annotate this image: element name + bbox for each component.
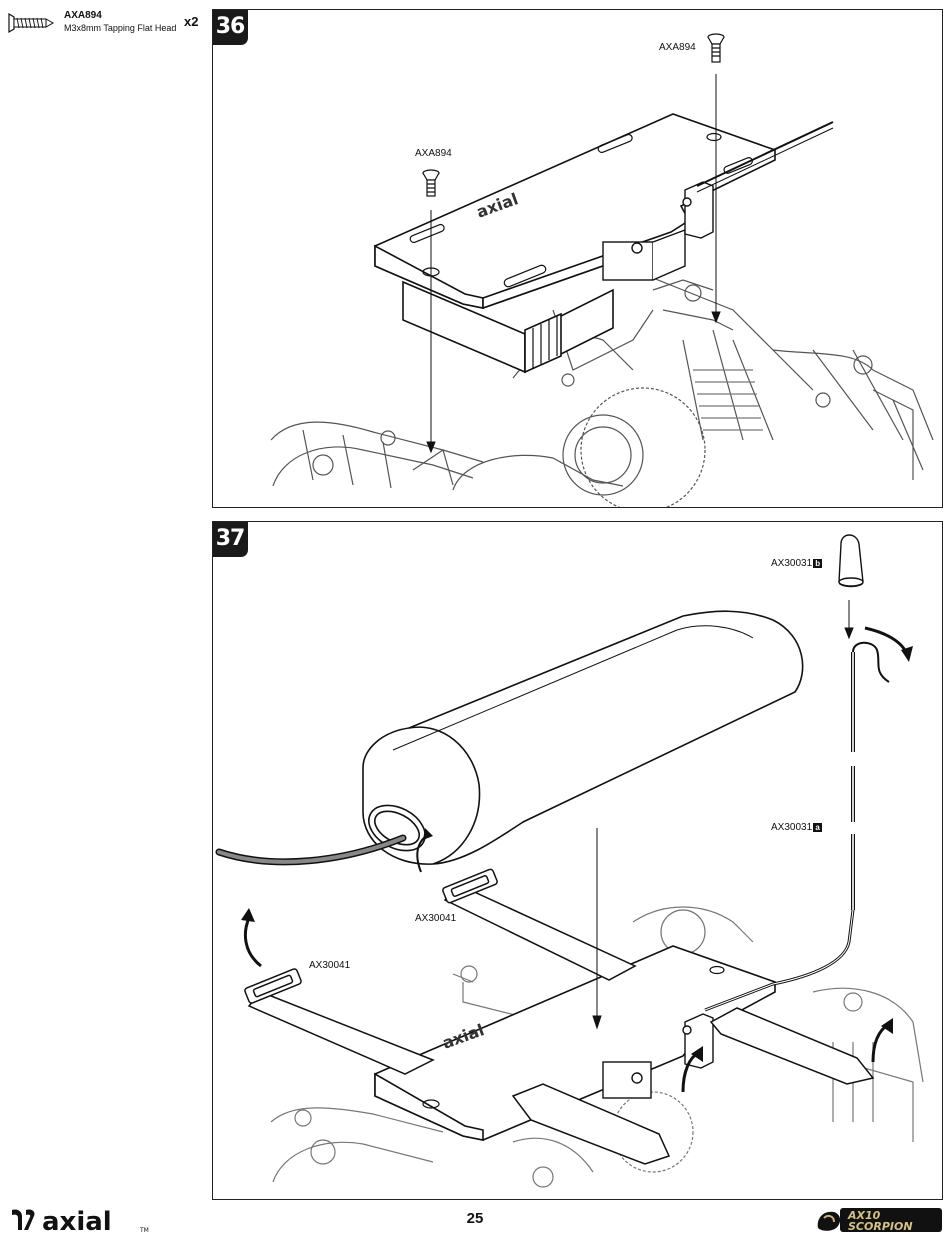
ax10-scorpion-logo: AX10 SCORPION xyxy=(817,1208,942,1233)
step-number: 36 xyxy=(213,10,248,45)
electronics-tray-plate: axial xyxy=(374,945,776,1141)
callout-strap-lower: AX30041 xyxy=(309,960,351,971)
step-number: 37 xyxy=(213,522,248,557)
body-clip-icon xyxy=(838,534,864,588)
step-37-illustration: axial xyxy=(215,534,924,1188)
callout-screw-left: AXA894 xyxy=(415,148,452,159)
electronics-tray-plate: axial xyxy=(374,113,776,310)
page-number: 25 xyxy=(466,1210,484,1227)
part-description: M3x8mm Tapping Flat Head xyxy=(64,23,177,33)
callout-strap-upper: AX30041 xyxy=(415,913,457,924)
callout-screw-right: AXA894 xyxy=(659,42,696,53)
guide-arrows xyxy=(592,600,854,1030)
axial-logo: axial TM xyxy=(12,1207,149,1236)
part-code: AXA894 xyxy=(64,10,102,21)
servo-mount xyxy=(602,181,714,281)
svg-text:SCORPION: SCORPION xyxy=(848,1220,913,1233)
arrow-heads xyxy=(241,646,913,1062)
body-post-icon xyxy=(704,641,890,1012)
variant-badge-a: a xyxy=(813,823,823,832)
variant-badge-b: b xyxy=(813,559,823,568)
step-37-panel: 37 axial xyxy=(212,521,943,1200)
part-quantity: x2 xyxy=(184,14,199,29)
battery-strap-lower xyxy=(244,968,435,1075)
flat-head-screw-right-icon xyxy=(707,33,725,63)
svg-text:axial: axial xyxy=(42,1207,112,1236)
esc-unit xyxy=(402,280,614,374)
screw-guide-arrows xyxy=(426,74,721,454)
step-36-panel: 36 xyxy=(212,9,943,508)
battery-strap-upper xyxy=(442,868,637,981)
flat-head-screw-left-icon xyxy=(422,169,440,197)
flat-head-screw-icon xyxy=(8,12,55,34)
strap-tabs xyxy=(511,1007,875,1165)
antenna-wire xyxy=(696,121,834,187)
battery-pack xyxy=(362,610,804,865)
svg-text:TM: TM xyxy=(139,1227,149,1234)
svg-text:AX10: AX10 xyxy=(847,1209,881,1222)
parts-legend: AXA894 M3x8mm Tapping Flat Head x2 xyxy=(8,8,208,38)
step-36-illustration: axial xyxy=(270,33,934,507)
